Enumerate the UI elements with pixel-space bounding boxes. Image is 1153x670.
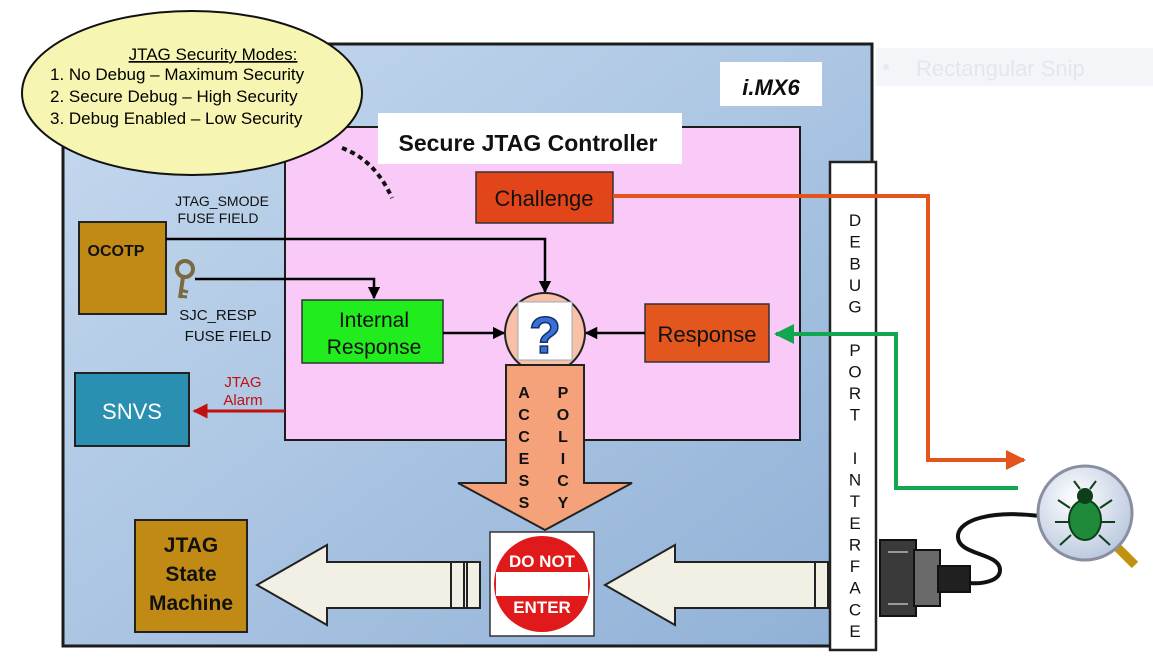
security-mode-item: 3. Debug Enabled – Low Security bbox=[50, 109, 303, 128]
debugger-cable bbox=[956, 512, 1041, 586]
security-modes-heading: JTAG Security Modes: bbox=[129, 45, 298, 64]
security-modes-callout: JTAG Security Modes: 1. No Debug – Maxim… bbox=[21, 10, 363, 176]
do-not-enter-sign: DO NOT ENTER bbox=[489, 531, 595, 637]
challenge-label: Challenge bbox=[494, 186, 593, 211]
ocotp-label: OCOTP bbox=[88, 243, 145, 260]
smode-fuse-label: FUSE FIELD bbox=[178, 210, 259, 226]
jtag-state-machine-block bbox=[134, 519, 248, 633]
callout-dotted-arc bbox=[341, 146, 394, 199]
debug-port-letter: P bbox=[849, 341, 860, 360]
debug-port-letter: C bbox=[849, 600, 861, 619]
jtag-flow-arrow-right bbox=[602, 543, 829, 627]
internal-response-label: Internal bbox=[339, 309, 409, 332]
response-label: Response bbox=[657, 322, 756, 347]
ocotp-block bbox=[78, 221, 167, 315]
internal-response-block bbox=[301, 299, 444, 364]
do-not-enter-text: ENTER bbox=[513, 598, 571, 617]
bug-magnifier-icon bbox=[1036, 464, 1139, 569]
resp-fuse-label: FUSE FIELD bbox=[185, 328, 272, 345]
ghost-menu: Rectangular Snip bbox=[876, 48, 1153, 86]
controller-title: Secure JTAG Controller bbox=[398, 130, 657, 156]
debug-port-letter: G bbox=[848, 298, 861, 317]
internal-response-label: Response bbox=[327, 336, 422, 359]
question-mark: ? bbox=[529, 307, 561, 365]
state-machine-label: Machine bbox=[149, 592, 233, 615]
debug-port-letter: D bbox=[849, 211, 861, 230]
svg-text:C: C bbox=[518, 429, 530, 446]
debug-port-letter: B bbox=[849, 254, 860, 273]
svg-text:S: S bbox=[519, 473, 530, 490]
controller-title-box bbox=[378, 113, 682, 164]
debug-port-letter: R bbox=[849, 536, 861, 555]
debug-port-letter: O bbox=[848, 362, 861, 381]
jtag-flow-arrow-left bbox=[254, 543, 481, 627]
chip-label-box bbox=[720, 62, 822, 106]
debug-port-letter: E bbox=[849, 622, 860, 641]
alarm-label: JTAG bbox=[224, 374, 261, 391]
svg-text:O: O bbox=[557, 407, 569, 424]
smode-fuse-label: JTAG_SMODE bbox=[175, 193, 269, 209]
svg-text:C: C bbox=[557, 473, 569, 490]
svg-text:S: S bbox=[519, 495, 530, 512]
access-policy-text: A C C E S S P O L I C Y bbox=[518, 385, 569, 512]
ghost-menu-label: Rectangular Snip bbox=[916, 56, 1085, 81]
state-machine-label: JTAG bbox=[164, 534, 218, 557]
svg-text:I: I bbox=[561, 451, 565, 468]
svg-text:A: A bbox=[518, 385, 530, 402]
security-mode-item: 1. No Debug – Maximum Security bbox=[50, 65, 305, 84]
challenge-out-line bbox=[613, 194, 1026, 470]
security-mode-item: 2. Secure Debug – High Security bbox=[50, 87, 298, 106]
debug-port-letter: T bbox=[850, 406, 860, 425]
svg-text:Y: Y bbox=[558, 495, 569, 512]
svg-text:L: L bbox=[558, 429, 568, 446]
debug-port-letter: E bbox=[849, 233, 860, 252]
debug-port-letter: A bbox=[849, 579, 861, 598]
response-in-line bbox=[774, 324, 1018, 490]
smode-connector-line bbox=[166, 237, 552, 294]
do-not-enter-text: DO NOT bbox=[509, 552, 576, 571]
challenge-block bbox=[475, 171, 614, 224]
debug-port-letter: T bbox=[850, 492, 860, 511]
snvs-block bbox=[74, 372, 190, 447]
svg-text:P: P bbox=[558, 385, 569, 402]
debug-port-letter: F bbox=[850, 557, 860, 576]
resp-fuse-label: SJC_RESP bbox=[179, 307, 257, 324]
debug-port-letter: E bbox=[849, 514, 860, 533]
key-icon bbox=[175, 259, 195, 299]
debug-port-letter: N bbox=[849, 471, 861, 490]
chip-label: i.MX6 bbox=[742, 75, 800, 100]
state-machine-label: State bbox=[165, 563, 216, 586]
snvs-label: SNVS bbox=[102, 399, 162, 424]
debug-port-interface bbox=[828, 160, 878, 652]
response-block bbox=[644, 303, 770, 363]
debug-port-letter: I bbox=[853, 449, 858, 468]
access-policy-arrow bbox=[457, 364, 633, 532]
alarm-label: Alarm bbox=[223, 392, 262, 409]
comparator-question-icon: ? bbox=[504, 292, 586, 374]
debug-port-letter: U bbox=[849, 276, 861, 295]
serial-connector-icon bbox=[879, 539, 971, 617]
resp-connector-line bbox=[195, 277, 381, 300]
debug-port-letter: R bbox=[849, 384, 861, 403]
svg-text:E: E bbox=[519, 451, 530, 468]
svg-text:C: C bbox=[518, 407, 530, 424]
